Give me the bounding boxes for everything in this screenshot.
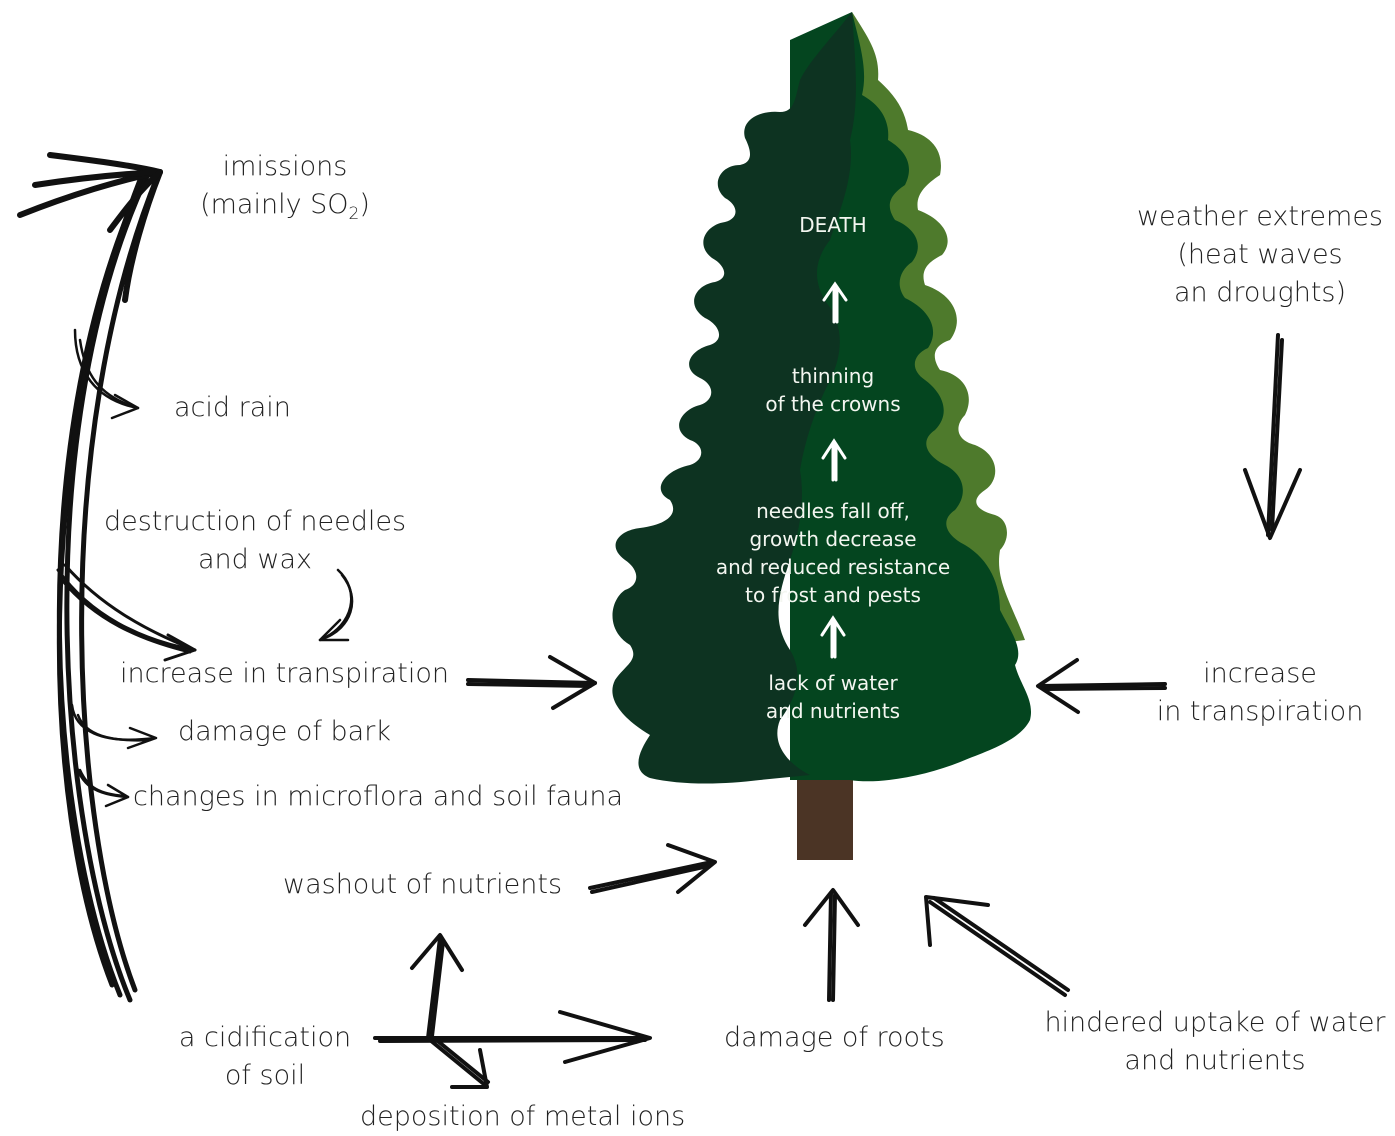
big-curved-arrow [56,167,161,1003]
tree-mid-layer [790,12,1032,782]
curved-arrow-destruction [318,568,354,642]
branch-arrow-transpiration [56,563,197,662]
damage-roots-label: damage of roots [724,1022,945,1053]
increase-right-line2: in transpiration [1156,696,1364,727]
branch-arrow-acid-rain [73,328,140,420]
thinning-line2: of the crowns [765,392,901,416]
hindered-line1: hindered uptake of water [1044,1007,1386,1038]
weather-line1: weather extremes [1136,201,1384,232]
white-up-arrow-3 [820,615,846,659]
arrow-roots-up [803,888,860,1002]
white-up-arrow-1 [822,281,848,324]
damage-bark-label: damage of bark [178,716,391,747]
needles-line3: and reduced resistance [715,555,951,579]
black-arrows [17,152,1302,1089]
increase-transpiration-right-label: increase in transpiration [1140,655,1380,731]
arrow-weather-down [1243,333,1302,540]
lack-label: lack of water and nutrients [713,669,953,725]
weather-label: weather extremes (heat waves an droughts… [1130,198,1390,312]
tree-stage-arrows [820,281,848,659]
acidification-label: a cidification of soil [170,1019,360,1095]
acidification-line2: of soil [224,1060,306,1091]
white-up-arrow-2 [821,438,847,482]
acid-rain-label: acid rain [174,392,291,423]
imissions-suffix: ) [359,189,370,220]
imissions-subscript: 2 [348,204,360,224]
deposition-label: deposition of metal ions [360,1101,686,1132]
increase-right-line1: increase [1203,658,1317,689]
washout-label: washout of nutrients [283,869,563,900]
branch-arrow-microflora [73,758,130,808]
tree-dark-layer [612,12,856,784]
changes-microflora-label: changes in microflora and soil fauna [133,781,624,812]
imissions-prefix: (mainly SO [200,189,349,220]
arrow-acidification-up [410,933,464,1040]
arrow-transpiration-to-tree [466,655,597,710]
needles-line1: needles fall off, [756,499,910,523]
lack-line2: and nutrients [765,699,901,723]
branch-arrow-bark [70,703,158,750]
lack-line1: lack of water [768,671,898,695]
spruce-tree [612,12,1032,860]
death-label: DEATH [799,213,867,237]
thinning-label: thinning of the crowns [713,362,953,418]
big-arrowhead [17,152,163,303]
imissions-line2: (mainly SO2) [190,186,380,233]
destruction-line2: and wax [198,544,312,575]
arrow-washout-to-tree [588,843,717,894]
arrow-hindered-to-tree [924,895,1070,997]
needles-line2: growth decrease [749,527,917,551]
needles-label: needles fall off, growth decrease and re… [693,497,973,609]
arrow-acidification-down [428,1036,490,1089]
hindered-label: hindered uptake of water and nutrients [1040,1004,1390,1080]
imissions-label: imissions (mainly SO2) [190,148,380,233]
weather-line3: an droughts) [1173,277,1347,308]
destruction-label: destruction of needles and wax [100,503,410,579]
arrow-acidification-right [373,1010,652,1064]
imissions-line1: imissions [222,151,348,182]
destruction-line1: destruction of needles [103,506,407,537]
thinning-line1: thinning [791,364,875,388]
hindered-line2: and nutrients [1124,1045,1306,1076]
needles-line4: to frost and pests [745,583,921,607]
arrow-right-transpiration-to-tree [1036,658,1167,714]
increase-transpiration-left-label: increase in transpiration [120,658,449,689]
acidification-line1: a cidification [178,1022,352,1053]
weather-line2: (heat waves [1177,239,1343,270]
